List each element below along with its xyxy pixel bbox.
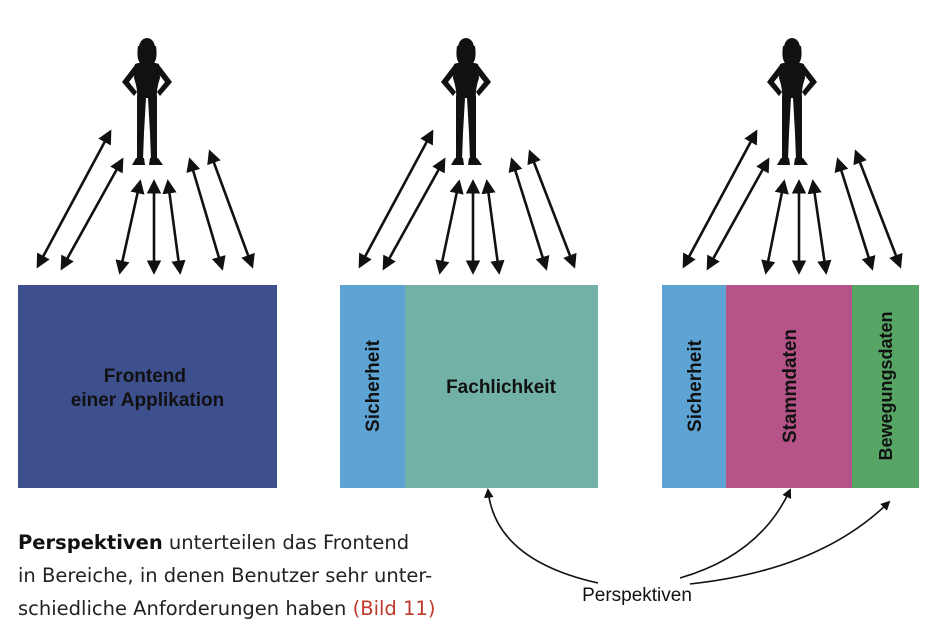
double-arrow-icon bbox=[508, 157, 550, 271]
panel-3: Sicherheit Stammdaten Bewegungsdaten bbox=[662, 38, 919, 488]
user-arrows bbox=[358, 129, 577, 275]
pointer-arrow bbox=[689, 500, 891, 585]
panel-2: Sicherheit Fachlichkeit bbox=[340, 38, 598, 488]
double-arrow-icon bbox=[761, 179, 789, 275]
double-arrow-icon bbox=[706, 157, 770, 271]
user-arrows bbox=[682, 129, 903, 275]
sicherheit-box-label: Sicherheit bbox=[363, 339, 384, 432]
double-arrow-icon bbox=[834, 157, 876, 271]
double-arrow-icon bbox=[527, 149, 577, 269]
caption-line3: schiedliche Anforderungen haben bbox=[18, 597, 353, 620]
double-arrow-icon bbox=[807, 179, 832, 275]
double-arrow-icon bbox=[853, 149, 903, 269]
person-silhouette-icon bbox=[441, 38, 491, 165]
stammdaten-box-label: Stammdaten bbox=[780, 329, 801, 443]
caption: Perspektiven unterteilen das Frontend in… bbox=[18, 526, 458, 625]
caption-bold: Perspektiven bbox=[18, 531, 163, 554]
stammdaten-box bbox=[726, 285, 852, 488]
double-arrow-icon bbox=[60, 157, 124, 271]
fachlichkeit-box-label: Fachlichkeit bbox=[446, 377, 556, 398]
sicherheit-box bbox=[340, 285, 405, 488]
sicherheit-box-label: Sicherheit bbox=[685, 339, 706, 432]
panel-1: Frontend einer Applikation bbox=[18, 38, 277, 488]
pointer-arrow bbox=[483, 488, 599, 584]
perspectives-label: Perspektiven bbox=[582, 585, 692, 606]
caption-line2: in Bereiche, in denen Benutzer sehr unte… bbox=[18, 564, 433, 587]
double-arrow-icon bbox=[186, 157, 226, 271]
double-arrow-icon bbox=[382, 157, 446, 271]
pointer-arrow bbox=[679, 488, 792, 579]
double-arrow-icon bbox=[162, 179, 186, 275]
bewegungsdaten-box bbox=[852, 285, 919, 488]
user-arrows bbox=[36, 129, 255, 275]
sicherheit-box bbox=[662, 285, 726, 488]
figure-reference: (Bild 11) bbox=[352, 597, 436, 620]
person-silhouette-icon bbox=[122, 38, 172, 165]
perspective-pointers bbox=[483, 488, 891, 585]
person-silhouette-icon bbox=[767, 38, 817, 165]
double-arrow-icon bbox=[481, 179, 505, 275]
frontend-box bbox=[18, 285, 277, 488]
double-arrow-icon bbox=[435, 179, 464, 275]
bewegungsdaten-box-label: Bewegungsdaten bbox=[876, 311, 896, 460]
fachlichkeit-box bbox=[405, 285, 598, 488]
double-arrow-icon bbox=[115, 179, 145, 275]
frontend-box-label: Frontend einer Applikation bbox=[71, 366, 224, 411]
caption-line1: unterteilen das Frontend bbox=[162, 531, 410, 554]
double-arrow-icon bbox=[207, 149, 255, 269]
